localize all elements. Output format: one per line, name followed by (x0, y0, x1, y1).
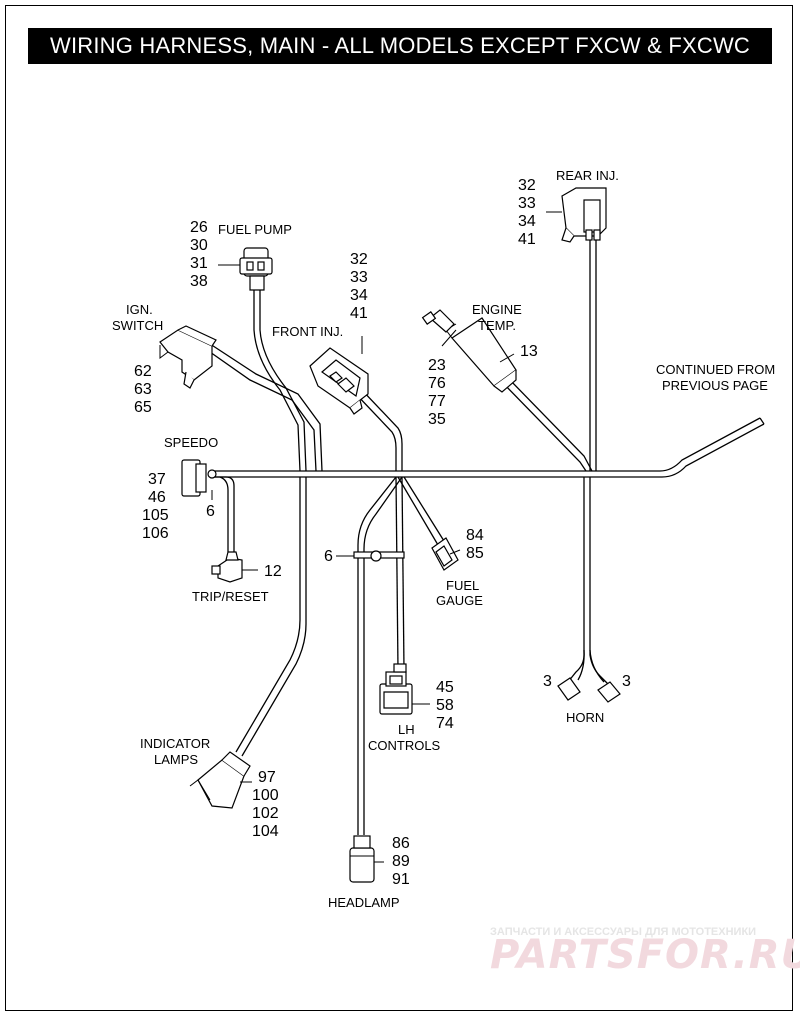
speedo-ref: 37 (148, 471, 166, 488)
ign-switch-label: IGN. (126, 302, 153, 317)
speedo-ref: 46 (148, 489, 166, 506)
rear-inj-ref: 32 (518, 177, 536, 194)
front-inj-ref: 32 (350, 251, 368, 268)
reference-leaders (211, 211, 562, 863)
lh-controls-label: CONTROLS (368, 738, 441, 753)
engine-temp-sensor (421, 309, 517, 393)
fuel-gauge-connector (431, 537, 459, 571)
horn-connectors (557, 677, 621, 703)
speedo-label: SPEEDO (164, 435, 218, 450)
lh-controls-ref: 74 (436, 715, 454, 732)
speedo-connector (181, 459, 217, 497)
engine-temp-ref: 23 (428, 357, 446, 374)
rear-inj-ref: 34 (518, 213, 536, 230)
front-inj-ref: 34 (350, 287, 368, 304)
fuel-gauge-ref: 84 (466, 527, 484, 544)
engine-temp-ref: 76 (428, 375, 446, 392)
front-inj-connector (309, 347, 369, 415)
headlamp-label: HEADLAMP (328, 895, 400, 910)
headlamp-ref: 86 (392, 835, 410, 852)
ign-switch-label: SWITCH (112, 318, 163, 333)
front-inj-label: FRONT INJ. (272, 324, 343, 339)
trip-reset-label: TRIP/RESET (192, 589, 269, 604)
rear-inj-label: REAR INJ. (556, 168, 619, 183)
engine-temp-label: TEMP. (478, 318, 516, 333)
continued-label: PREVIOUS PAGE (662, 378, 768, 393)
front-inj-ref: 33 (350, 269, 368, 286)
continued-label: CONTINUED FROM (656, 362, 775, 377)
harness-wires (199, 240, 765, 835)
horn-ref-right: 3 (622, 673, 631, 690)
indicator-lamps-ref: 97 (258, 769, 276, 786)
trip-reset-switch (211, 551, 243, 583)
fuel-pump-ref: 30 (190, 237, 208, 254)
ign-switch-ref: 63 (134, 381, 152, 398)
headlamp-connector (349, 835, 375, 883)
engine-temp-label: ENGINE (472, 302, 522, 317)
headlamp-ref: 91 (392, 871, 410, 888)
indicator-lamps-label: LAMPS (154, 752, 198, 767)
engine-temp-ref: 77 (428, 393, 446, 410)
front-inj-ref: 41 (350, 305, 368, 322)
ign-switch-connector (159, 325, 217, 389)
speedo-ref: 105 (142, 507, 169, 524)
horn-label: HORN (566, 710, 604, 725)
engine-temp-ref: 35 (428, 411, 446, 428)
fuel-gauge-label: GAUGE (436, 593, 483, 608)
watermark-logo: PARTSFOR.RU (490, 932, 800, 978)
horn-ref-left: 3 (543, 673, 552, 690)
fuel-gauge-label: FUEL (446, 578, 479, 593)
harness-clip (353, 550, 405, 562)
rear-inj-ref: 33 (518, 195, 536, 212)
trip-reset-ref: 12 (264, 563, 282, 580)
clip-ref: 6 (324, 548, 333, 565)
speedo-ref: 106 (142, 525, 169, 542)
indicator-lamps-ref: 100 (252, 787, 279, 804)
indicator-lamps-ref: 104 (252, 823, 279, 840)
fuel-pump-ref: 38 (190, 273, 208, 290)
headlamp-ref: 89 (392, 853, 410, 870)
fuel-pump-label: FUEL PUMP (218, 222, 292, 237)
ign-switch-ref: 62 (134, 363, 152, 380)
indicator-lamps-connector (189, 751, 251, 809)
rear-inj-ref: 41 (518, 231, 536, 248)
fuel-pump-ref: 31 (190, 255, 208, 272)
ign-switch-ref: 65 (134, 399, 152, 416)
indicator-lamps-ref: 102 (252, 805, 279, 822)
indicator-lamps-label: INDICATOR (140, 736, 210, 751)
speedo-clip-ref: 6 (206, 503, 215, 520)
watermark-tagline: ЗАПЧАСТИ И АКСЕССУАРЫ ДЛЯ МОТОТЕХНИКИ (490, 926, 756, 938)
fuel-pump-connector (239, 247, 273, 291)
rear-inj-connector (561, 187, 607, 243)
lh-controls-ref: 58 (436, 697, 454, 714)
lh-controls-label: LH (398, 722, 415, 737)
lh-controls-connector (379, 663, 413, 715)
title-bar: WIRING HARNESS, MAIN - ALL MODELS EXCEPT… (28, 28, 772, 64)
engine-temp-ref: 13 (520, 343, 538, 360)
diagram-title: WIRING HARNESS, MAIN - ALL MODELS EXCEPT… (49, 33, 751, 58)
lh-controls-ref: 45 (436, 679, 454, 696)
diagram-frame (5, 5, 793, 1011)
fuel-pump-ref: 26 (190, 219, 208, 236)
fuel-gauge-ref: 85 (466, 545, 484, 562)
